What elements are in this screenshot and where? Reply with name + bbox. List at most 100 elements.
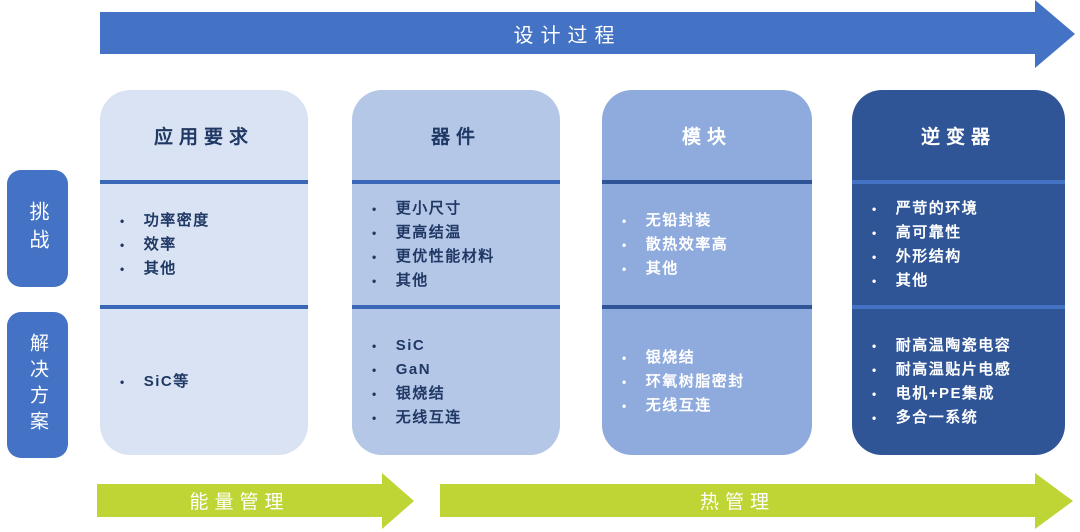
bullet-item: • 其他 — [120, 257, 302, 281]
bullet-item: • 耐高温陶瓷电容 — [872, 334, 1059, 358]
divider — [602, 305, 812, 309]
bullet-text: 高可靠性 — [895, 223, 962, 241]
bullet-dot-icon: • — [120, 213, 126, 228]
bullet-text: 其他 — [645, 259, 679, 277]
bullet-dot-icon: • — [872, 387, 878, 401]
column-solutions-section: •银烧结•环氧树脂密封•无线互连 — [602, 309, 812, 455]
bullet-dot-icon: • — [622, 213, 628, 228]
bullet-dot-icon: • — [872, 339, 878, 353]
bullet-dot-icon: • — [872, 225, 878, 240]
bullet-dot-icon: • — [872, 273, 878, 288]
column-application-requirements: 应用要求 •功率密度•效率•其他 •SiC等 — [100, 90, 308, 455]
bullet-item: • SiC等 — [120, 370, 302, 394]
bullet-text: SiC — [395, 337, 426, 354]
bullet-dot-icon: • — [372, 249, 378, 264]
bullet-item: • 更小尺寸 — [372, 197, 554, 221]
bullet-text: 其他 — [395, 271, 429, 289]
bullet-item: • 更高结温 — [372, 221, 554, 245]
bullet-item: • 散热效率高 — [622, 233, 806, 257]
bullet-dot-icon: • — [872, 201, 878, 216]
bullet-text: 散热效率高 — [645, 235, 729, 253]
bullet-text: 更优性能材料 — [395, 247, 495, 265]
bullet-dot-icon: • — [372, 225, 378, 240]
challenges-list: • 无铅封装 • 散热效率高 • 其他 — [602, 209, 812, 281]
bullet-text: 多合一系统 — [895, 409, 979, 426]
bullet-item: • 电机+PE集成 — [872, 382, 1059, 406]
bullet-item: •外形结构 — [872, 245, 1059, 269]
column-challenges-section: • 无铅封装 • 散热效率高 • 其他 — [602, 184, 812, 305]
bullet-dot-icon: • — [622, 399, 628, 413]
challenges-list: • 功率密度 • 效率 • 其他 — [100, 209, 308, 281]
thermal-management-arrowhead-icon — [1035, 473, 1073, 529]
bullet-dot-icon: • — [622, 351, 628, 365]
side-box-challenges: 挑战 — [7, 170, 68, 287]
solutions-list: •耐高温陶瓷电容•耐高温贴片电感•电机+PE集成•多合一系统 — [852, 334, 1065, 430]
divider — [852, 180, 1065, 184]
bullet-dot-icon: • — [622, 261, 628, 276]
divider — [352, 180, 560, 184]
bullet-item: • 其他 — [622, 257, 806, 281]
side-box-solutions: 解决方案 — [7, 312, 68, 458]
bullet-text: 效率 — [143, 235, 177, 253]
bullet-text: 银烧结 — [645, 349, 696, 366]
energy-management-arrow: 能量管理 — [97, 484, 382, 517]
solutions-list: • SiC等 — [100, 370, 308, 394]
bullet-text: 其他 — [895, 271, 929, 289]
bullet-text: 严苛的环境 — [895, 199, 979, 217]
design-process-arrowhead-icon — [1035, 0, 1075, 68]
divider — [100, 305, 308, 309]
bullet-text: SiC等 — [143, 373, 190, 390]
divider — [352, 305, 560, 309]
bullet-item: • 银烧结 — [622, 346, 806, 370]
bullet-item: •其他 — [372, 269, 554, 293]
bullet-item: • 无线互连 — [622, 394, 806, 418]
challenges-label: 挑战 — [26, 200, 48, 257]
column-title-inverter: 逆变器 — [920, 126, 996, 148]
bullet-text: 耐高温陶瓷电容 — [895, 337, 1012, 354]
bullet-item: • 无铅封装 — [622, 209, 806, 233]
bullet-dot-icon: • — [622, 237, 628, 252]
column-challenges-section: • 更小尺寸 • 更高结温 • 更优性能材料 •其他 — [352, 184, 560, 305]
bullet-item: • SiC — [372, 334, 554, 358]
bullet-text: 耐高温贴片电感 — [895, 361, 1012, 378]
column-solutions-section: •SiC•GaN•银烧结•无线互连 — [352, 309, 560, 455]
bullet-text: 环氧树脂密封 — [645, 373, 745, 390]
bullet-text: 外形结构 — [895, 247, 962, 265]
bullet-text: 功率密度 — [143, 211, 210, 229]
bullet-item: • 严苛的环境 — [872, 197, 1059, 221]
solutions-list: •银烧结•环氧树脂密封•无线互连 — [602, 346, 812, 418]
bullet-dot-icon: • — [872, 363, 878, 377]
bullet-dot-icon: • — [120, 375, 126, 389]
bullet-dot-icon: • — [372, 201, 378, 216]
challenges-list: • 更小尺寸 • 更高结温 • 更优性能材料 •其他 — [352, 197, 560, 293]
bullet-text: GaN — [395, 361, 432, 378]
bullet-item: • 更优性能材料 — [372, 245, 554, 269]
bullet-text: 电机+PE集成 — [895, 385, 995, 402]
thermal-management-arrow: 热管理 — [440, 484, 1035, 517]
bullet-dot-icon: • — [372, 387, 378, 401]
bullet-text: 更小尺寸 — [395, 199, 462, 217]
bullet-text: 无线互连 — [645, 397, 712, 414]
column-title-devices: 器件 — [430, 126, 481, 148]
bullet-dot-icon: • — [120, 261, 126, 276]
design-process-arrow: 设计过程 — [100, 12, 1035, 54]
bullet-dot-icon: • — [372, 339, 378, 353]
column-title-modules: 模块 — [681, 126, 732, 148]
column-inverter: 逆变器 •严苛的环境•高可靠性•外形结构•其他 •耐高温陶瓷电容•耐高温贴片电感… — [852, 90, 1065, 455]
bullet-item: • 耐高温贴片电感 — [872, 358, 1059, 382]
bullet-item: •无线互连 — [372, 406, 554, 430]
energy-management-label: 能量管理 — [189, 492, 290, 513]
column-solutions-section: • SiC等 — [100, 309, 308, 455]
bullet-text: 银烧结 — [395, 385, 446, 402]
divider — [852, 305, 1065, 309]
solutions-list: •SiC•GaN•银烧结•无线互连 — [352, 334, 560, 430]
bullet-text: 无线互连 — [395, 409, 462, 426]
bullet-text: 其他 — [143, 259, 177, 277]
bullet-item: • 其他 — [872, 269, 1059, 293]
bullet-text: 无铅封装 — [645, 211, 712, 229]
bullet-item: • 银烧结 — [372, 382, 554, 406]
divider — [100, 180, 308, 184]
bullet-text: 更高结温 — [395, 223, 462, 241]
energy-management-arrowhead-icon — [382, 473, 414, 529]
